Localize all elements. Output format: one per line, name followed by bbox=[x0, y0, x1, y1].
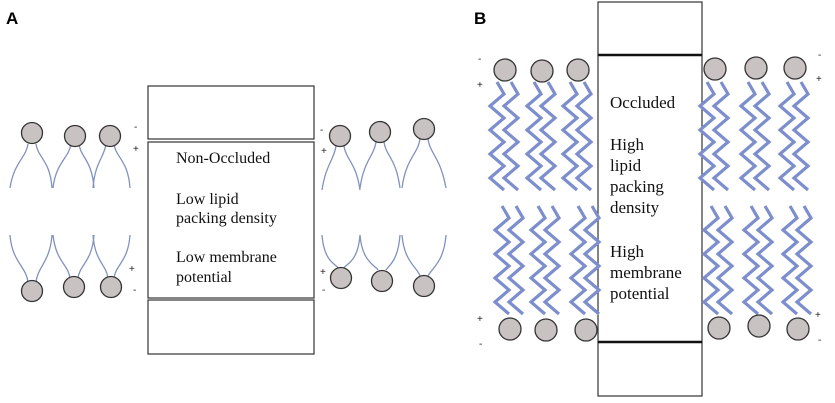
lipid-tail-zigzag bbox=[542, 205, 562, 316]
charge-a-left-bottom-plus: + bbox=[129, 264, 135, 275]
charge-a-right-bottom-plus: + bbox=[320, 267, 326, 278]
box-b-line-6: High bbox=[610, 242, 645, 261]
charge-b-right-bottom-minus: - bbox=[818, 335, 821, 346]
panel-b: B Occluded High lipid packing density Hi… bbox=[474, 1, 822, 397]
lipid-tail-zigzag bbox=[711, 81, 731, 192]
box-a-line-4: Low membrane bbox=[176, 249, 277, 266]
lipid-tail-zigzag bbox=[501, 81, 521, 192]
panel-b-label: B bbox=[474, 9, 486, 28]
lipid-tail-zigzag bbox=[568, 205, 588, 316]
lipid-tail-zigzag bbox=[528, 205, 548, 316]
box-a-line-5: potential bbox=[176, 269, 233, 286]
charge-b-left-top-minus: - bbox=[478, 54, 481, 65]
channel-box-a bbox=[147, 141, 315, 299]
lipid-tail-zigzag bbox=[538, 81, 558, 192]
charge-b-left-bottom-minus: - bbox=[479, 339, 482, 350]
lipid-tail-zigzag bbox=[752, 81, 772, 192]
lipids-b-heads bbox=[493, 56, 810, 342]
charge-b-right-top-plus: + bbox=[816, 74, 822, 85]
lipid-tail-zigzag bbox=[794, 205, 814, 316]
lipid-tail-zigzag bbox=[582, 205, 602, 316]
lipid-tail-zigzag bbox=[492, 205, 512, 316]
lipid-tail-zigzag bbox=[791, 81, 811, 192]
lipid-tail-zigzag bbox=[697, 81, 717, 192]
charge-b-right-top-minus: - bbox=[818, 50, 821, 61]
lipids-a-left-lower bbox=[9, 234, 131, 303]
lipids-a-right-lower bbox=[321, 234, 447, 298]
box-b-line-8: potential bbox=[610, 284, 670, 303]
panel-a-label: A bbox=[6, 9, 18, 28]
box-b-line-2: High bbox=[610, 135, 645, 154]
box-b-line-4: packing bbox=[610, 177, 664, 196]
charge-a-right-bottom-minus: - bbox=[322, 285, 325, 296]
lipid-tail-zigzag bbox=[574, 81, 594, 192]
box-b-line-5: density bbox=[610, 198, 660, 217]
lipid-tail-zigzag bbox=[755, 205, 775, 316]
lipid-tail-zigzag bbox=[715, 205, 735, 316]
charge-a-right-top-minus: - bbox=[320, 125, 323, 136]
channel-top-segment-a bbox=[147, 85, 315, 140]
channel-box-b bbox=[597, 1, 703, 397]
lipids-b-tails bbox=[487, 81, 814, 316]
lipids-a-left-upper bbox=[9, 121, 131, 189]
charge-a-left-top-plus: + bbox=[133, 144, 139, 155]
lipid-tail-zigzag bbox=[487, 81, 507, 192]
charge-b-left-bottom-plus: + bbox=[477, 314, 483, 325]
box-b-line-7: membrane bbox=[610, 263, 682, 282]
lipid-tail-zigzag bbox=[738, 81, 758, 192]
lipid-tail-zigzag bbox=[777, 81, 797, 192]
box-b-line-1: Occluded bbox=[610, 93, 676, 112]
lipid-tail-zigzag bbox=[560, 81, 580, 192]
channel-bottom-segment-a bbox=[147, 299, 315, 355]
box-a-line-1: Non-Occluded bbox=[176, 150, 270, 167]
charge-a-right-top-plus: + bbox=[321, 146, 327, 157]
lipids-a-right-upper bbox=[321, 117, 447, 191]
charge-b-left-top-plus: + bbox=[477, 80, 483, 91]
charge-a-left-bottom-minus: - bbox=[133, 285, 136, 296]
lipid-tail-zigzag bbox=[701, 205, 721, 316]
lipid-tail-zigzag bbox=[741, 205, 761, 316]
lipid-tail-zigzag bbox=[780, 205, 800, 316]
box-a-line-2: Low lipid bbox=[176, 191, 239, 208]
lipid-tail-zigzag bbox=[506, 205, 526, 316]
box-b-line-3: lipid bbox=[610, 156, 642, 175]
box-a-line-3: packing density bbox=[176, 210, 277, 227]
lipid-tail-zigzag bbox=[524, 81, 544, 192]
charge-b-right-bottom-plus: + bbox=[815, 310, 821, 321]
charge-a-left-top-minus: - bbox=[134, 122, 137, 133]
panel-a: A Non-Occluded Low lipid packing density… bbox=[6, 9, 447, 355]
